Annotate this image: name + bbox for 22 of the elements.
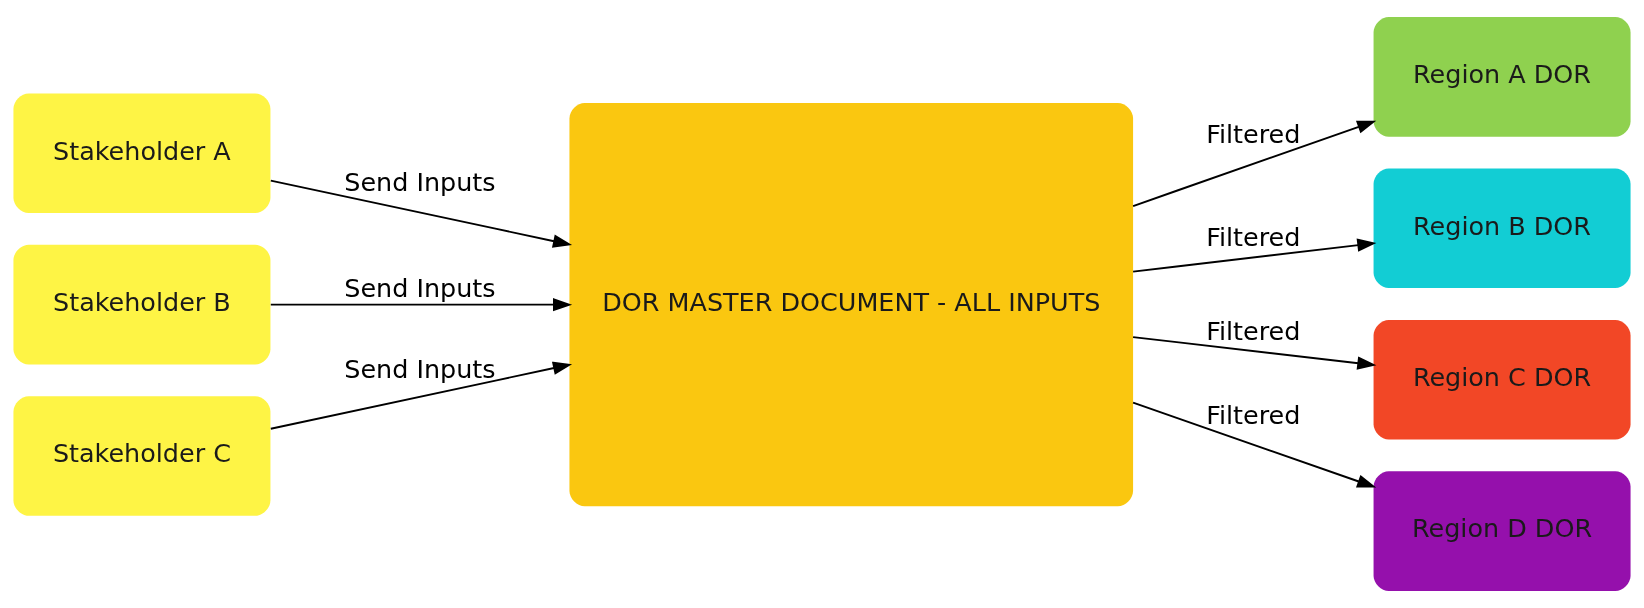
arrow <box>1132 120 1377 208</box>
edge-label: Filtered <box>1206 119 1301 150</box>
arrow <box>269 179 573 248</box>
edge-label: Send Inputs <box>344 354 496 385</box>
edge-label: Filtered <box>1206 222 1301 253</box>
node-box: Region A DOR <box>1373 17 1631 137</box>
node-box: Stakeholder A <box>13 93 271 214</box>
node-box: Stakeholder B <box>13 244 271 365</box>
edge-label: Filtered <box>1206 400 1301 431</box>
arrow <box>269 297 573 312</box>
edge-label: Send Inputs <box>344 167 496 198</box>
arrow <box>269 361 573 430</box>
arrow <box>1132 336 1377 370</box>
edge-label: Send Inputs <box>344 273 496 303</box>
node-box: Stakeholder C <box>13 396 271 516</box>
node-box: Region B DOR <box>1373 168 1631 289</box>
node-box: DOR MASTER DOCUMENT - ALL INPUTS <box>569 102 1134 507</box>
edge-label: Filtered <box>1206 316 1301 347</box>
node-box: Region C DOR <box>1373 319 1631 440</box>
arrow <box>1132 238 1377 273</box>
node-box: Region D DOR <box>1373 471 1631 591</box>
arrow <box>1132 401 1377 488</box>
